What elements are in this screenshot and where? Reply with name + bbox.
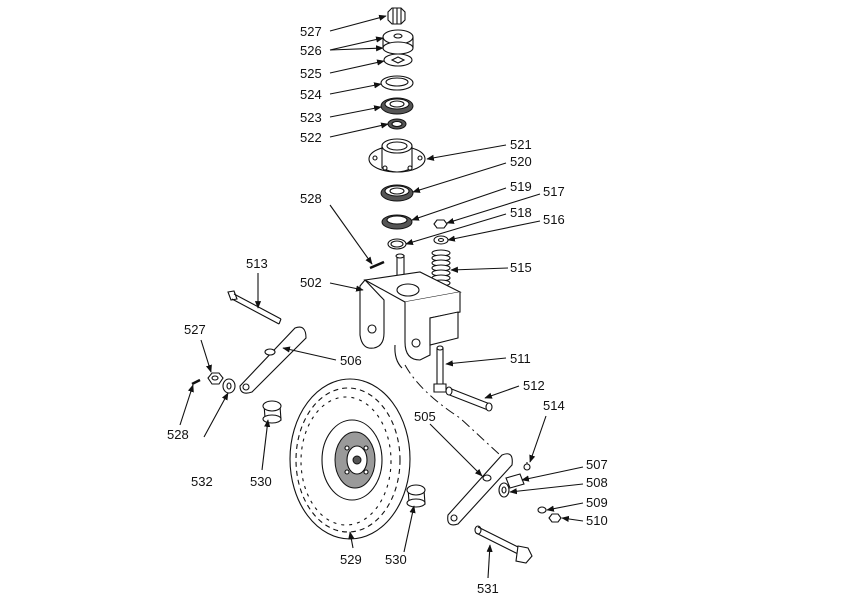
callout-521: 521 [510, 137, 532, 152]
part-515-spring [431, 249, 451, 287]
part-513-bolt [227, 290, 282, 325]
part-506-arm [239, 326, 307, 394]
callout-517: 517 [543, 184, 565, 199]
part-507-spacer [505, 473, 525, 489]
callout-515: 515 [510, 260, 532, 275]
callout-529: 529 [340, 552, 362, 567]
part-524-seal [380, 75, 414, 91]
callout-523: 523 [300, 110, 322, 125]
part-518-snap-ring [387, 238, 407, 250]
callout-507: 507 [586, 457, 608, 472]
part-514-grease-fitting [523, 462, 531, 471]
part-505-arm [447, 453, 513, 526]
part-512-pin [445, 386, 493, 412]
callout-526: 526 [300, 43, 322, 58]
callout-505: 505 [414, 409, 436, 424]
part-502-caster-fork [359, 253, 462, 369]
callout-527-top: 527 [300, 24, 322, 39]
callout-506: 506 [340, 353, 362, 368]
callout-524: 524 [300, 87, 322, 102]
callout-512: 512 [523, 378, 545, 393]
callout-531: 531 [477, 581, 499, 596]
part-527-lock-nut-lower [207, 372, 224, 385]
part-511-bolt [433, 345, 447, 393]
callout-520: 520 [510, 154, 532, 169]
callout-labels: 527 526 525 524 523 522 521 520 519 517 … [167, 24, 608, 596]
callout-532: 532 [191, 474, 213, 489]
part-530-bushing-left [262, 400, 282, 424]
callout-528-lower: 528 [167, 427, 189, 442]
callout-508: 508 [586, 475, 608, 490]
callout-510: 510 [586, 513, 608, 528]
callout-519: 519 [510, 179, 532, 194]
part-508-washer [498, 482, 510, 498]
part-530-bushing-right [406, 484, 426, 508]
callout-511: 511 [510, 351, 531, 366]
part-525-washer [383, 53, 413, 67]
callout-513: 513 [246, 256, 268, 271]
leader-lines [179, 14, 584, 579]
part-528-key-lower [191, 378, 201, 386]
part-520-bearing [380, 184, 414, 202]
part-527-lock-nut-top [387, 7, 406, 25]
part-509-washer [537, 506, 547, 514]
part-519-seal [381, 214, 413, 230]
callout-518: 518 [510, 205, 532, 220]
part-528-key-upper [369, 260, 385, 270]
part-526-spacers [382, 29, 414, 55]
callout-530-right: 530 [385, 552, 407, 567]
part-529-wheel [289, 378, 411, 540]
part-521-housing [368, 138, 426, 173]
assembly-centerline [404, 364, 501, 456]
callout-525: 525 [300, 66, 322, 81]
callout-514: 514 [543, 398, 565, 413]
part-510-nut [548, 513, 562, 523]
part-522-snap-ring [387, 118, 407, 130]
callout-527-lower: 527 [184, 322, 206, 337]
callout-516: 516 [543, 212, 565, 227]
callout-509: 509 [586, 495, 608, 510]
callout-528-upper: 528 [300, 191, 322, 206]
part-523-bearing [380, 97, 414, 115]
callout-530-left: 530 [250, 474, 272, 489]
part-516-washer [433, 235, 449, 245]
callout-522: 522 [300, 130, 322, 145]
callout-502: 502 [300, 275, 322, 290]
part-517-nut [433, 219, 448, 229]
part-532-washer [222, 378, 236, 394]
part-531-axle-bolt [474, 525, 533, 564]
